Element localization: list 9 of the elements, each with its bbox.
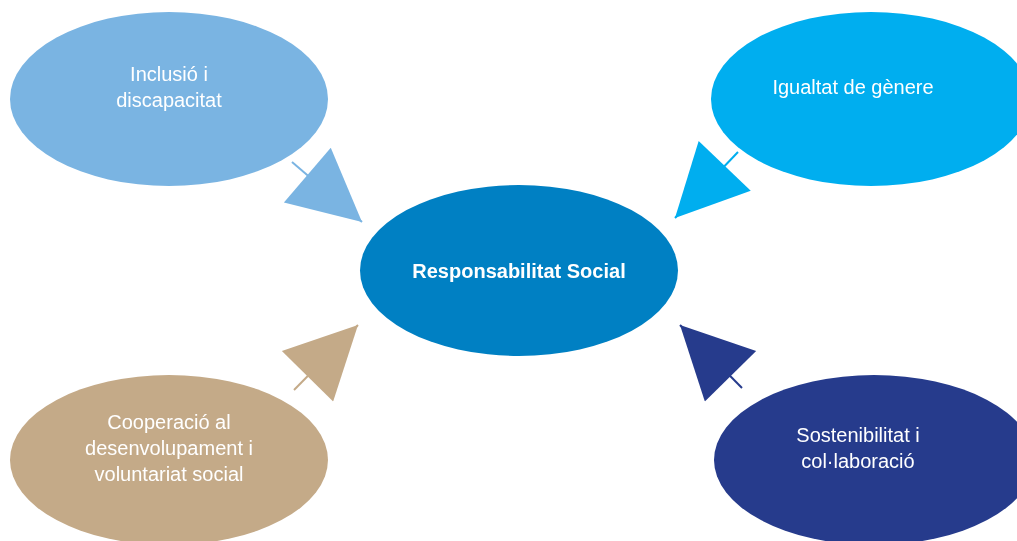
node-label: Inclusió i discapacitat [115,62,223,113]
arrow [679,324,757,402]
node-label: Responsabilitat Social [411,258,627,284]
node-label: Igualtat de gènere [771,75,935,100]
node-label: Sostenibilitat i col·laboració [795,423,921,474]
arrow [283,147,363,223]
node-label: Cooperació al desenvolupament i voluntariat social [84,410,254,487]
arrow [281,324,359,402]
arrow [674,141,751,219]
